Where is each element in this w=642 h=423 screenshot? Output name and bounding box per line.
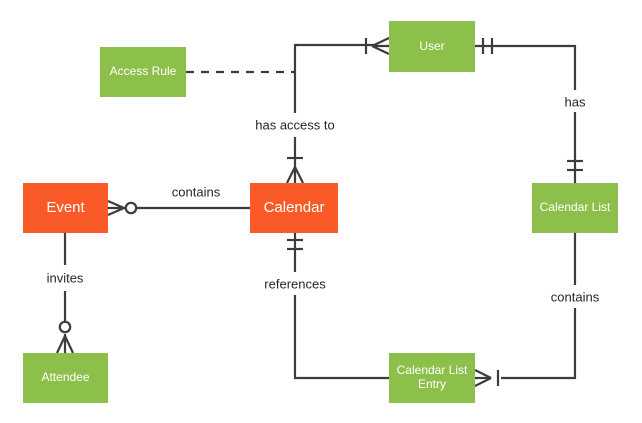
entity-user-label: User — [419, 38, 445, 53]
cardinality-zero-or-many-attendee — [56, 320, 74, 354]
edge-label-contains-event-calendar: contains — [171, 184, 221, 200]
cardinality-exactly-one-calendar-list-top — [567, 159, 583, 172]
cardinality-exactly-one-calendar-bottom — [287, 238, 303, 251]
edge-label-invites: invites — [46, 270, 84, 286]
entity-calendar-list[interactable]: Calendar List — [532, 183, 618, 233]
entity-event-label: Event — [46, 199, 85, 217]
entity-calendar-list-entry[interactable]: Calendar List Entry — [389, 353, 475, 403]
entity-attendee-label: Attendee — [41, 370, 90, 385]
entity-calendar[interactable]: Calendar — [250, 183, 338, 233]
edge-calendar-references-entry-lower — [293, 295, 389, 380]
cardinality-zero-or-many-event — [107, 199, 138, 217]
entity-calendar-list-label: Calendar List — [539, 200, 611, 215]
cardinality-one-or-many-calendar-top — [286, 156, 304, 184]
edge-calendar-list-contains-entry-lower — [501, 308, 577, 380]
edge-label-has: has — [564, 94, 586, 110]
entity-event[interactable]: Event — [23, 183, 108, 233]
entity-access-rule-label: Access Rule — [109, 64, 177, 79]
entity-calendar-list-entry-label: Calendar List Entry — [396, 363, 468, 391]
entity-user[interactable]: User — [389, 21, 475, 72]
cardinality-one-or-many-entry-right — [474, 369, 500, 387]
cardinality-exactly-one-user-right — [474, 38, 500, 54]
edge-label-has-access-to: has access to — [255, 117, 335, 133]
cardinality-one-or-many-user-left — [364, 37, 390, 55]
entity-access-rule[interactable]: Access Rule — [100, 47, 186, 97]
edge-label-references: references — [264, 276, 326, 292]
edge-label-contains-calendar-list-entry: contains — [550, 289, 600, 305]
edge-user-has-calendar-list-upper — [500, 44, 577, 90]
entity-attendee[interactable]: Attendee — [23, 353, 108, 403]
edge-user-has-access-to-calendar-upper — [293, 43, 375, 113]
entity-calendar-label: Calendar — [263, 199, 325, 217]
